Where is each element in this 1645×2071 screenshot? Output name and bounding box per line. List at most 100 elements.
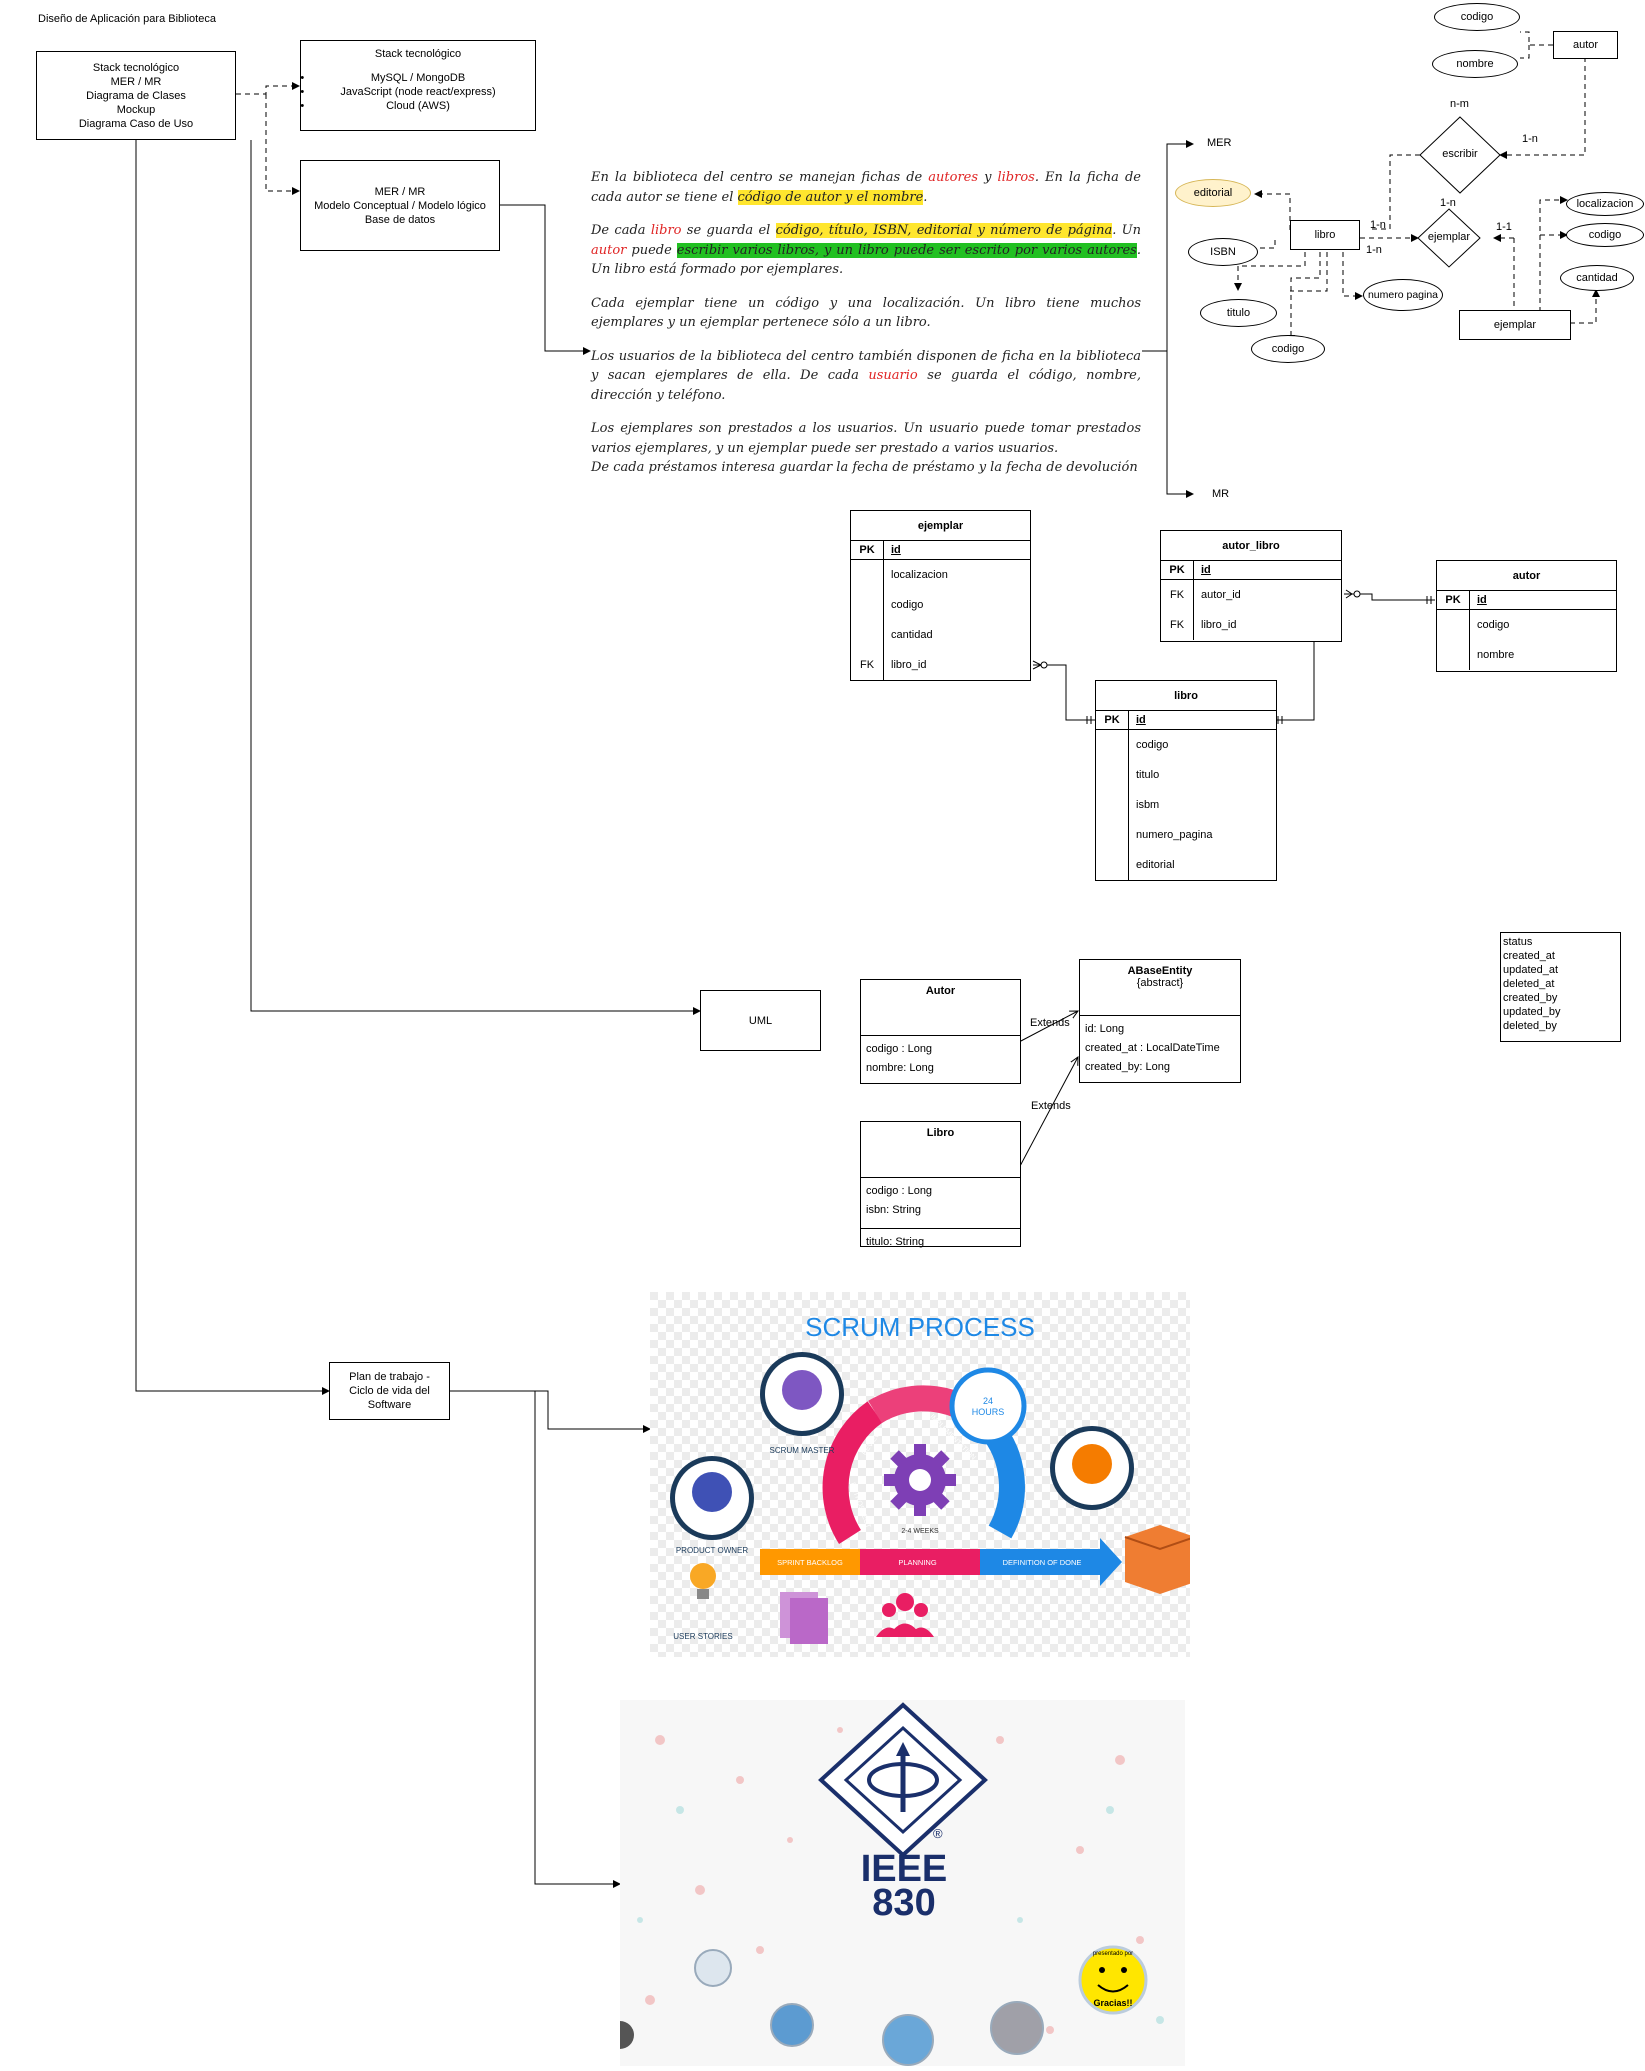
table-row: localizacion xyxy=(851,560,1030,590)
field: codigo xyxy=(891,599,924,611)
attr-isbn[interactable]: ISBN xyxy=(1188,238,1258,266)
req-text: Los usuarios de la biblioteca del centro… xyxy=(591,348,1141,384)
attr-cantidad[interactable]: cantidad xyxy=(1560,265,1634,291)
audit-field: created_at xyxy=(1503,950,1555,962)
class-attrs: codigo : Long nombre: Long xyxy=(861,1036,1020,1078)
table-name: autor_libro xyxy=(1161,531,1341,561)
req-highlight: escribir varios libros, y un libro puede… xyxy=(676,242,1137,258)
stack-box[interactable]: Stack tecnológico MySQL / MongoDB JavaSc… xyxy=(300,40,536,131)
req-keyword: autor xyxy=(591,242,627,258)
entity-libro[interactable]: libro xyxy=(1290,220,1360,250)
key-label: PK xyxy=(1096,711,1129,729)
requirements-text: En la biblioteca del centro se manejan f… xyxy=(591,168,1141,492)
class-attr: nombre: Long xyxy=(866,1062,934,1074)
mr-label: MR xyxy=(1212,488,1230,500)
attr-ejemplar-codigo[interactable]: codigo xyxy=(1566,223,1644,247)
cardinality-ejemplar-top: 1-n xyxy=(1440,197,1456,209)
table-name: autor xyxy=(1437,561,1616,591)
class-attrs: codigo : Long isbn: String xyxy=(861,1178,1020,1228)
weeks-label: 2-4 WEEKS xyxy=(901,1528,939,1535)
key-label: FK xyxy=(851,650,884,680)
class-attr: created_by: Long xyxy=(1085,1061,1171,1073)
field: id xyxy=(1477,594,1487,606)
table-row: numero_pagina xyxy=(1096,820,1276,850)
badge-bottom-text: Gracias!! xyxy=(1093,1998,1133,2008)
extends-label: Extends xyxy=(1031,1100,1071,1112)
planning-label: PLANNING xyxy=(898,1558,937,1567)
main-topic: Diagrama Caso de Uso xyxy=(78,117,194,130)
field: id xyxy=(1136,714,1146,726)
cardinality-libro-escribir: 1-n xyxy=(1370,219,1386,231)
table-ejemplar[interactable]: ejemplar PK id localizacion codigo cantid… xyxy=(850,510,1031,681)
field: codigo xyxy=(1477,619,1510,631)
badge-top-text: presentado por xyxy=(1092,1951,1134,1957)
plan-line: Plan de trabajo - xyxy=(349,1371,430,1383)
mer-label: MER xyxy=(1207,137,1232,149)
audit-field: updated_at xyxy=(1503,964,1559,976)
scrum-master-label: SCRUM MASTER xyxy=(769,1446,835,1455)
req-keyword: autores xyxy=(928,170,979,185)
scrum-title: SCRUM PROCESS xyxy=(805,1312,1035,1342)
audit-field: deleted_at xyxy=(1503,978,1555,990)
uml-class-abaseentity[interactable]: ABaseEntity {abstract} id: Long created_… xyxy=(1079,959,1241,1083)
definition-of-done-label: DEFINITION OF DONE xyxy=(1002,1558,1082,1567)
field: id xyxy=(891,544,901,556)
main-topics-box[interactable]: Stack tecnológico MER / MR Diagrama de C… xyxy=(36,51,236,140)
plan-box[interactable]: Plan de trabajo - Ciclo de vida del Soft… xyxy=(329,1362,450,1420)
cardinality-nm: n-m xyxy=(1450,98,1469,110)
mer-box[interactable]: MER / MR Modelo Conceptual / Modelo lógi… xyxy=(300,160,500,251)
class-stereotype: {abstract} xyxy=(1136,977,1184,989)
attr-codigo[interactable]: codigo xyxy=(1251,335,1325,363)
attr-titulo[interactable]: titulo xyxy=(1200,299,1277,327)
attr-numero-pagina[interactable]: numero pagina xyxy=(1363,279,1443,311)
field: libro_id xyxy=(891,659,927,671)
field: codigo xyxy=(1136,739,1169,751)
relation-ejemplar[interactable]: ejemplar xyxy=(1427,231,1471,243)
stack-item: Cloud (AWS) xyxy=(300,99,495,113)
main-topic: Diagrama de Clases xyxy=(86,89,186,102)
class-attr: titulo: String xyxy=(861,1228,1020,1252)
audit-fields-list[interactable]: status created_at updated_at deleted_at … xyxy=(1500,932,1621,1042)
uml-class-libro[interactable]: Libro codigo : Long isbn: String titulo:… xyxy=(860,1121,1021,1248)
field: cantidad xyxy=(891,629,933,641)
entity-autor[interactable]: autor xyxy=(1553,31,1618,59)
class-attr: codigo : Long xyxy=(866,1185,933,1197)
entity-ejemplar[interactable]: ejemplar xyxy=(1459,310,1571,340)
table-row: PK id xyxy=(851,541,1030,560)
uml-class-autor[interactable]: Autor codigo : Long nombre: Long xyxy=(860,979,1021,1084)
page-title: Diseño de Aplicación para Biblioteca xyxy=(38,13,216,25)
stack-title: Stack tecnológico xyxy=(374,48,462,60)
relation-escribir[interactable]: escribir xyxy=(1442,148,1478,160)
attr-editorial[interactable]: editorial xyxy=(1175,179,1251,207)
uml-box[interactable]: UML xyxy=(700,990,821,1051)
field: editorial xyxy=(1136,859,1175,871)
stack-item: JavaScript (node react/express) xyxy=(300,85,495,99)
cardinality-escribir-autor: 1-n xyxy=(1522,133,1538,145)
req-paragraph: Los ejemplares son prestados a los usuar… xyxy=(591,421,1141,456)
attr-autor-codigo[interactable]: codigo xyxy=(1434,3,1520,31)
table-row: isbm xyxy=(1096,790,1276,820)
mer-box-line: Modelo Conceptual / Modelo lógico xyxy=(314,199,486,212)
attr-autor-nombre[interactable]: nombre xyxy=(1432,50,1518,78)
req-paragraph: De cada préstamos interesa guardar la fe… xyxy=(591,460,1138,475)
field: libro_id xyxy=(1201,619,1237,631)
key-label: FK xyxy=(1161,580,1194,610)
hours-label: 24 HOURS xyxy=(968,1396,1008,1418)
product-owner-label: PRODUCT OWNER xyxy=(675,1546,749,1555)
sprint-backlog-label: SPRINT BACKLOG xyxy=(777,1558,843,1567)
ieee-label: IEEE 830 xyxy=(854,1850,954,1922)
req-paragraph: De cada libro se guarda el código, títul… xyxy=(591,221,1141,280)
key-label: PK xyxy=(851,541,884,559)
table-name: ejemplar xyxy=(851,511,1030,541)
field: autor_id xyxy=(1201,589,1241,601)
req-keyword: usuario xyxy=(868,368,918,383)
table-row: codigo xyxy=(851,590,1030,620)
field: isbm xyxy=(1136,799,1160,811)
req-paragraph: Los usuarios de la biblioteca del centro… xyxy=(591,347,1141,406)
attr-localizacion[interactable]: localizacion xyxy=(1566,192,1644,216)
table-row: codigo xyxy=(1096,730,1276,760)
